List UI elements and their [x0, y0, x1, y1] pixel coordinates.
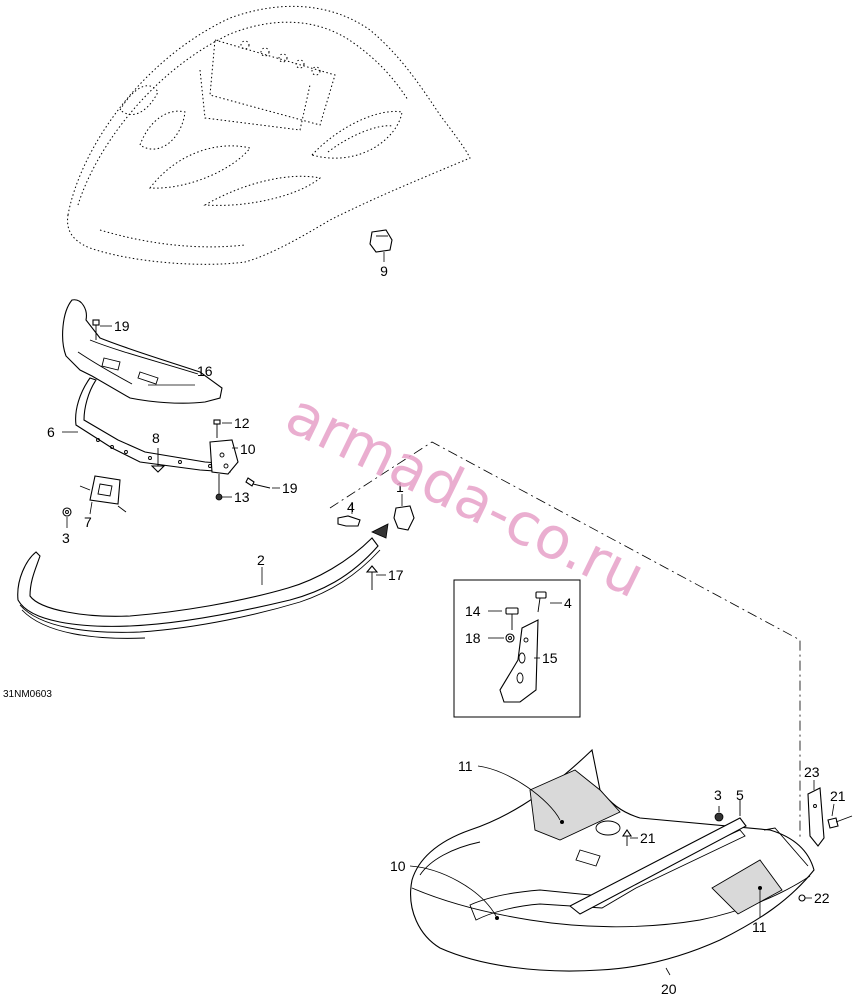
- assembly-reference-line: [329, 441, 801, 840]
- callout-2: 2: [257, 552, 265, 568]
- callout-4-left: 4: [347, 499, 355, 515]
- callout-4-inset: 4: [564, 595, 572, 611]
- leader-11-lower-dot: [758, 886, 762, 890]
- callout-23: 23: [804, 764, 820, 780]
- callout-10-upper: 10: [240, 441, 256, 457]
- belly-pan-part-20: [410, 748, 815, 976]
- bumper-part-2: [17, 537, 381, 639]
- clip-part-9: [369, 229, 393, 262]
- callout-22: 22: [814, 890, 830, 906]
- rail-part-5: [568, 800, 747, 915]
- callout-14: 14: [465, 603, 481, 619]
- callout-3-left: 3: [62, 530, 70, 546]
- callout-11-lower: 11: [752, 919, 767, 935]
- leader-11-upper-dot: [560, 820, 564, 824]
- callout-21-side: 21: [830, 788, 846, 804]
- callout-18: 18: [465, 630, 481, 646]
- bolt-part-19-side: [245, 477, 280, 489]
- rivet-part-21-side: [827, 815, 853, 829]
- callout-7: 7: [84, 514, 92, 530]
- diagram-code: 31NM0603: [3, 689, 52, 700]
- callout-19-top: 19: [114, 318, 130, 334]
- callout-21-pan: 21: [640, 830, 656, 846]
- hood-outline: [67, 5, 471, 265]
- callout-9: 9: [380, 263, 388, 279]
- callout-20: 20: [661, 981, 677, 997]
- rivet-part-21-pan: [621, 829, 638, 846]
- callout-12: 12: [234, 415, 250, 431]
- callout-1: 1: [396, 479, 404, 495]
- bracket-part-23: [807, 780, 825, 847]
- bolt-part-4-left: [337, 502, 361, 527]
- callout-19-side: 19: [282, 480, 298, 496]
- support-part-16: [62, 299, 223, 404]
- bracket-part-7: [62, 475, 127, 528]
- leader-10-lower-dot: [495, 916, 499, 920]
- washer-part-22: [798, 894, 812, 902]
- callout-5: 5: [736, 787, 744, 803]
- callout-11-upper: 11: [458, 758, 473, 774]
- callout-3-right: 3: [714, 787, 722, 803]
- leader-21-side: [831, 803, 835, 817]
- clip-part-1: [371, 494, 415, 539]
- callout-15: 15: [542, 650, 558, 666]
- bolt-part-19-top: [92, 319, 112, 340]
- leader-10-lower: [409, 865, 497, 917]
- callout-17: 17: [388, 567, 404, 583]
- callout-6: 6: [47, 424, 55, 440]
- rivet-part-17: [365, 565, 386, 590]
- callout-10-lower: 10: [390, 858, 406, 874]
- rivet-part-8: [150, 448, 166, 473]
- detail-inset-box: [453, 579, 581, 718]
- mount-part-10-upper: [209, 419, 239, 501]
- callout-13: 13: [234, 489, 250, 505]
- callout-8: 8: [152, 430, 160, 446]
- callout-16: 16: [197, 363, 213, 379]
- leader-11-upper: [477, 765, 561, 821]
